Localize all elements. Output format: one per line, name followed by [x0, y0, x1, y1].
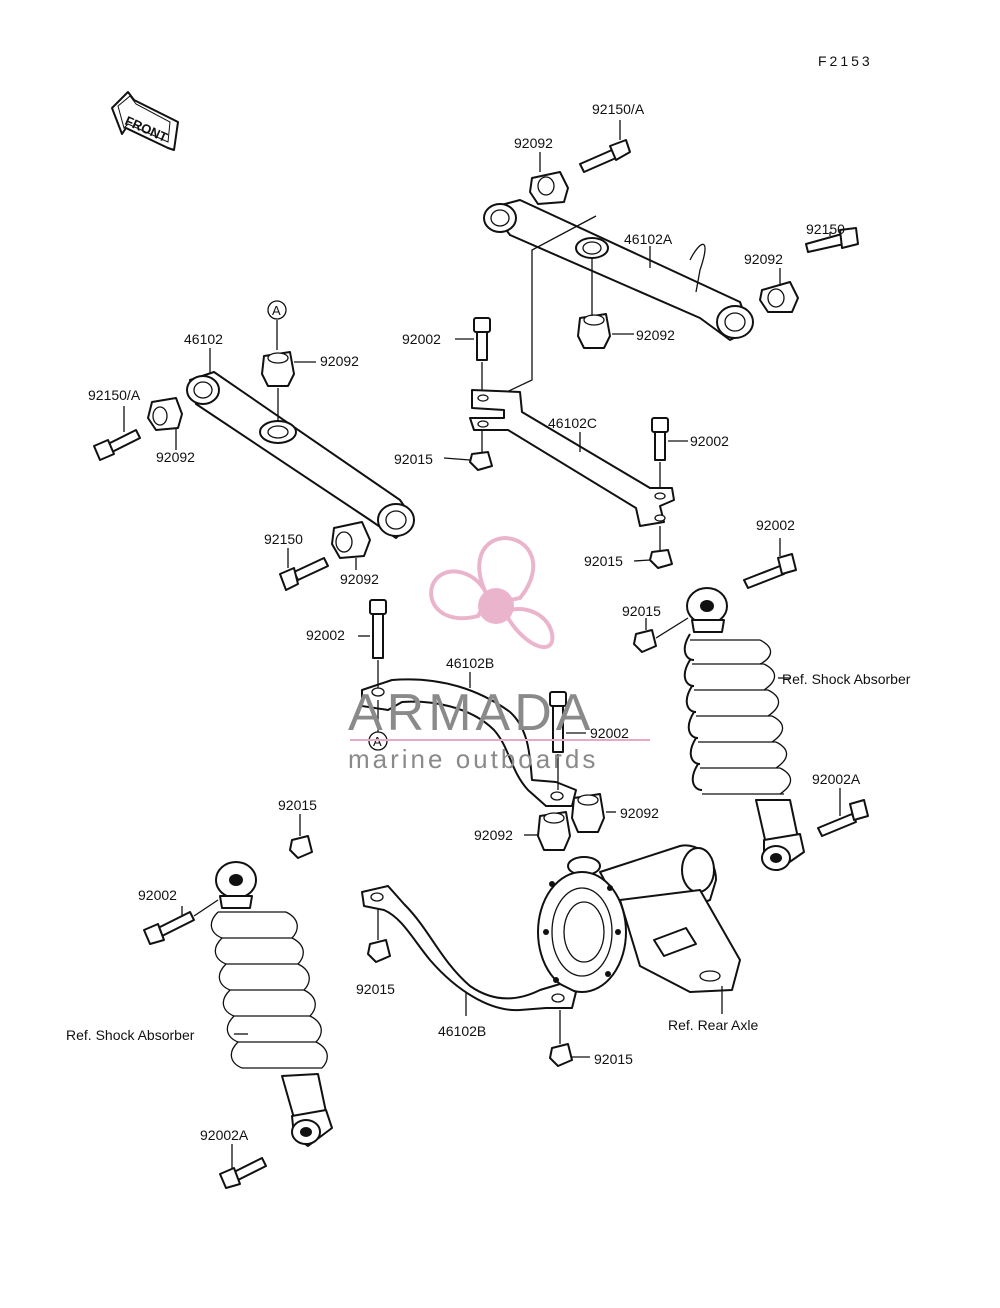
bolt-92002-left-shock — [143, 899, 219, 945]
bolt-92002-right-c — [651, 417, 669, 461]
bushing-92092-axle-left — [537, 811, 571, 851]
part-label: 92092 — [320, 353, 359, 369]
part-label: 92092 — [156, 449, 195, 465]
part-label: 92015 — [584, 553, 623, 569]
bolt-92002A-right — [817, 799, 869, 837]
leader-line — [497, 215, 597, 397]
leader-line — [633, 559, 651, 562]
arm-46102 — [186, 371, 415, 539]
bushing-92092-top-right — [759, 281, 799, 313]
figure-code: F2153 — [818, 53, 873, 69]
part-label: 92092 — [620, 805, 659, 821]
rear-axle-housing — [537, 844, 741, 993]
bushing-92092-left-low — [331, 521, 371, 559]
nut-92015-right-shock — [633, 617, 689, 653]
part-label: 92092 — [474, 827, 513, 843]
bolt-92002A-left — [219, 1157, 267, 1189]
part-label: 92015 — [394, 451, 433, 467]
bracket-46102B-top — [361, 678, 577, 807]
part-label: 92150/A — [592, 101, 645, 117]
part-label: 46102C — [548, 415, 597, 431]
bushing-92092-left-top — [261, 351, 295, 387]
bolt-92002-center — [369, 599, 387, 659]
part-label: 92092 — [744, 251, 783, 267]
part-label: 46102B — [438, 1023, 486, 1039]
part-label: 92092 — [514, 135, 553, 151]
part-label: 92015 — [622, 603, 661, 619]
part-label: 92002 — [756, 517, 795, 533]
nut-92015-left-shock — [289, 835, 313, 859]
part-label: 92092 — [340, 571, 379, 587]
bolt-92150-top-right — [805, 227, 859, 253]
shock-absorber-right — [683, 587, 805, 871]
front-arrow-icon: FRONT — [111, 91, 179, 151]
ref-marker-a-top: A — [267, 300, 287, 320]
bolt-92002-center-b — [549, 691, 567, 753]
bolt-92150A-left — [93, 429, 141, 461]
arm-46102C — [469, 389, 675, 527]
part-label: 92150 — [806, 221, 845, 237]
nut-92015-c-end — [649, 549, 673, 569]
part-label: 92150 — [264, 531, 303, 547]
part-label: 92092 — [636, 327, 675, 343]
nut-92015-bracket — [367, 939, 391, 963]
bracket-46102B-bottom — [361, 885, 577, 1012]
bushing-92092-top-left — [529, 171, 569, 205]
leader-line — [443, 457, 471, 461]
part-label: 92002 — [690, 433, 729, 449]
bushing-92092-top-mid — [577, 313, 611, 349]
ref-label-shock-right: Ref. Shock Absorber — [782, 671, 911, 687]
ref-label-shock-left: Ref. Shock Absorber — [66, 1027, 195, 1043]
part-label: 46102 — [184, 331, 223, 347]
part-label: 92015 — [278, 797, 317, 813]
ref-label-rear-axle: Ref. Rear Axle — [668, 1017, 758, 1033]
bushing-92092-axle-right — [571, 793, 605, 833]
nut-92015-mid — [469, 451, 493, 471]
svg-text:A: A — [373, 734, 382, 749]
watermark-tagline: marine outboards — [348, 744, 598, 774]
part-label: 92002A — [200, 1127, 249, 1143]
part-label: 92150/A — [88, 387, 141, 403]
bolt-92150-left — [279, 557, 329, 591]
part-label: 92015 — [594, 1051, 633, 1067]
shock-absorber-left — [210, 861, 333, 1147]
part-label: 46102A — [624, 231, 673, 247]
part-label: 46102B — [446, 655, 494, 671]
arm-46102A — [483, 199, 754, 341]
bushing-92092-left-bush — [147, 397, 183, 431]
part-label: 92002A — [812, 771, 861, 787]
part-label: 92015 — [356, 981, 395, 997]
part-label: 92002 — [590, 725, 629, 741]
bolt-92150A-top — [579, 139, 631, 173]
nut-92015-bottom — [549, 1043, 573, 1067]
bolt-92002-right-shock — [743, 553, 797, 589]
part-label: 92002 — [306, 627, 345, 643]
svg-text:A: A — [272, 303, 281, 318]
part-label: 92002 — [402, 331, 441, 347]
watermark-brand: ARMADA — [348, 684, 594, 742]
bolt-92002-top — [473, 317, 491, 361]
part-label: 92002 — [138, 887, 177, 903]
propeller-logo-icon — [429, 535, 555, 650]
